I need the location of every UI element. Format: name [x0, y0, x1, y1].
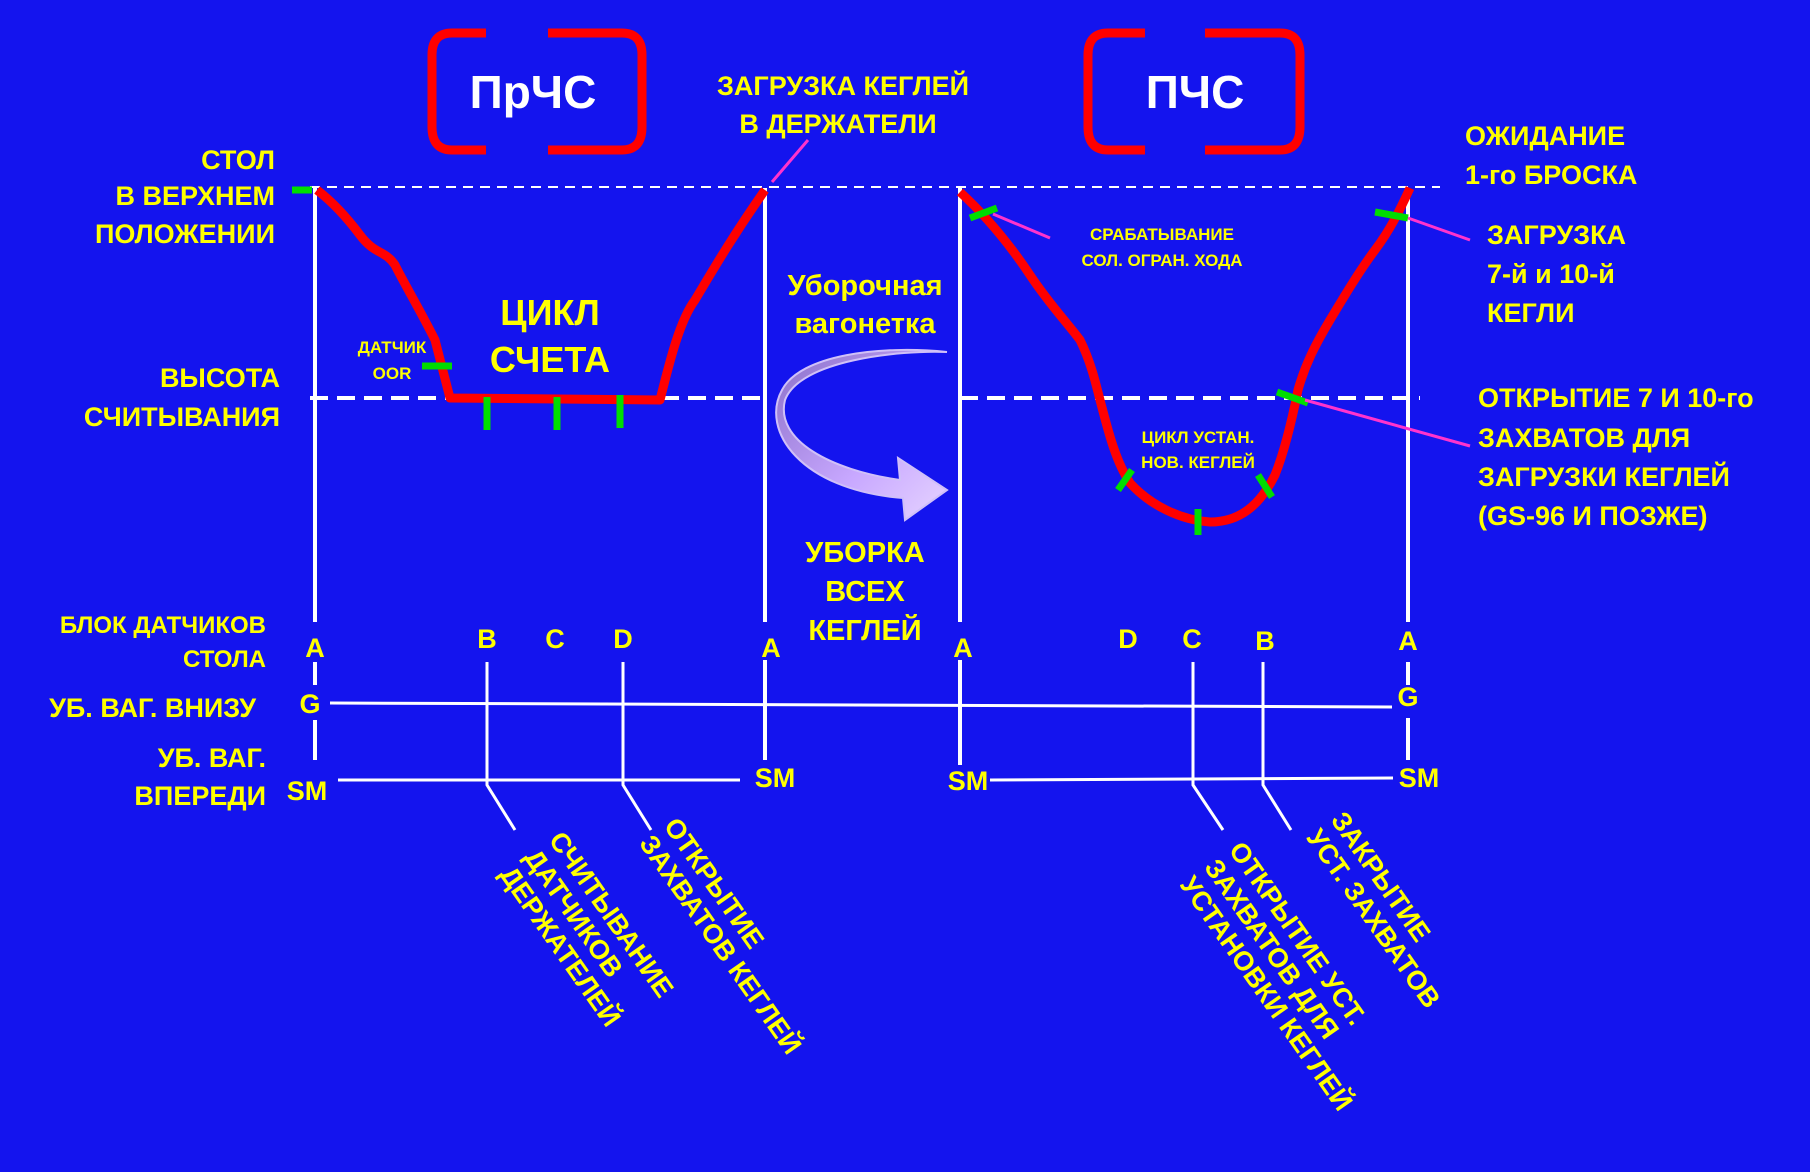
- set-cycle-line2: НОВ. КЕГЛЕЙ: [1141, 453, 1255, 472]
- open-7-10-line4: (GS-96 И ПОЗЖЕ): [1478, 501, 1708, 531]
- pointer-lines: [770, 139, 1471, 448]
- upper-annotations: ЗАГРУЗКА КЕГЛЕЙ В ДЕРЖАТЕЛИ ДАТЧИК OOR Ц…: [358, 70, 1255, 647]
- sweep-all-line1: УБОРКА: [805, 537, 924, 569]
- letter-d-right: D: [1118, 624, 1138, 654]
- leader-c-right: [1191, 662, 1225, 831]
- pchs-header: ПЧС: [1083, 28, 1305, 155]
- load-7-10-line2: 7-й и 10-й: [1487, 259, 1615, 289]
- count-cycle-line2: СЧЕТА: [490, 339, 610, 380]
- letter-c-right: C: [1182, 624, 1202, 654]
- letter-a3: A: [953, 633, 973, 663]
- marker-set-b: [1255, 473, 1275, 499]
- prchs-curve: [314, 186, 769, 405]
- sensor-block-line1: БЛОК ДАТЧИКОВ: [60, 612, 266, 639]
- svg-text:ЗАХВАТОВ КЕГЛЕЙ: ЗАХВАТОВ КЕГЛЕЙ: [634, 829, 809, 1060]
- pointer-stroke-limit: [992, 212, 1051, 240]
- marker-open-7-10: [1275, 388, 1310, 407]
- read-height-line2: СЧИТЫВАНИЯ: [84, 402, 280, 432]
- open-7-10-line3: ЗАГРУЗКИ КЕГЛЕЙ: [1478, 461, 1730, 492]
- marker-stroke-limit: [968, 204, 999, 222]
- prchs-bracket-left: [427, 28, 486, 155]
- sensor-block-line2: СТОЛА: [183, 646, 266, 673]
- prchs-bracket-right: [548, 28, 647, 155]
- marker-load-7-10: [1374, 208, 1409, 222]
- cart-front-line2: ВПЕРЕДИ: [134, 781, 266, 811]
- letter-sm-1: SM: [287, 776, 328, 806]
- pchs-title: ПЧС: [1146, 66, 1245, 118]
- wait-line2: 1-го БРОСКА: [1465, 160, 1637, 190]
- read-height-line1: ВЫСОТА: [160, 363, 280, 393]
- table-top-line1: СТОЛ: [201, 145, 275, 175]
- left-labels: СТОЛ В ВЕРХНЕМ ПОЛОЖЕНИИ ВЫСОТА СЧИТЫВАН…: [49, 145, 280, 811]
- load-7-10-line3: КЕГЛИ: [1487, 298, 1574, 328]
- leader-d-left: [621, 662, 653, 831]
- sweep-all-line2: ВСЕХ: [825, 576, 905, 608]
- marker-set-d: [1115, 467, 1135, 493]
- pchs-bracket-left: [1083, 28, 1145, 155]
- letter-b-right: B: [1255, 626, 1275, 656]
- letter-c-left: C: [545, 624, 565, 654]
- stroke-limit-line2: СОЛ. ОГРАН. ХОДА: [1081, 251, 1242, 270]
- load-pins-line2: В ДЕРЖАТЕЛИ: [739, 109, 936, 139]
- oor-line1: ДАТЧИК: [358, 338, 427, 357]
- prchs-title: ПрЧС: [470, 66, 597, 118]
- letter-a4: A: [1398, 626, 1418, 656]
- letter-sm-2: SM: [755, 763, 796, 793]
- sweep-arrow-icon: [775, 348, 949, 522]
- letter-d-left: D: [613, 624, 633, 654]
- pchs-bracket-right: [1205, 28, 1305, 155]
- letter-a2: A: [761, 633, 781, 663]
- pointer-load-pins: [770, 139, 810, 183]
- load-7-10-line1: ЗАГРУЗКА: [1487, 220, 1626, 250]
- letter-g-left: G: [299, 689, 320, 719]
- cart-title-line1: Уборочная: [787, 270, 942, 302]
- pointer-open-7-10: [1304, 398, 1471, 448]
- letter-g-right: G: [1397, 682, 1418, 712]
- cart-down-label: УБ. ВАГ. ВНИЗУ: [49, 693, 257, 723]
- letter-a1: A: [305, 633, 325, 663]
- load-pins-line1: ЗАГРУЗКА КЕГЛЕЙ: [717, 70, 969, 101]
- right-labels: ОЖИДАНИЕ 1-го БРОСКА ЗАГРУЗКА 7-й и 10-й…: [1465, 121, 1754, 531]
- count-cycle-line1: ЦИКЛ: [500, 292, 599, 333]
- leader-b-left: [485, 662, 517, 831]
- stroke-limit-line1: СРАБАТЫВАНИЕ: [1090, 225, 1234, 244]
- letter-b-left: B: [477, 624, 497, 654]
- pointer-load-7-10: [1407, 216, 1471, 242]
- pchs-curve: [956, 186, 1415, 527]
- letter-sm-3: SM: [948, 766, 989, 796]
- cart-title-line2: вагонетка: [794, 308, 936, 340]
- oor-line2: OOR: [373, 364, 412, 383]
- note-open-pin-grippers: ОТКРЫТИЕ ЗАХВАТОВ КЕГЛЕЙ: [634, 812, 809, 1060]
- cart-front-line1: УБ. ВАГ.: [158, 743, 266, 773]
- wait-line1: ОЖИДАНИЕ: [1465, 121, 1625, 151]
- rotated-notes: СЧИТЫВАНИЕ ДАТЧИКОВ ДЕРЖАТЕЛЕЙ ОТКРЫТИЕ …: [494, 806, 1446, 1116]
- open-7-10-line1: ОТКРЫТИЕ 7 И 10-го: [1478, 383, 1754, 413]
- set-cycle-line1: ЦИКЛ УСТАН.: [1142, 428, 1255, 447]
- letter-sm-4: SM: [1399, 763, 1440, 793]
- table-top-line2: В ВЕРХНЕМ: [116, 181, 276, 211]
- sweep-all-line3: КЕГЛЕЙ: [808, 613, 921, 647]
- table-top-line3: ПОЛОЖЕНИИ: [95, 219, 275, 249]
- green-markers: [292, 186, 1409, 535]
- cart-down-line: [329, 701, 1393, 709]
- open-7-10-line2: ЗАХВАТОВ ДЛЯ: [1478, 423, 1690, 453]
- leader-b-right: [1261, 662, 1293, 831]
- prchs-header: ПрЧС: [427, 28, 647, 155]
- sensor-letters: A B C D A A D C B A G G SM SM SM SM: [287, 624, 1440, 806]
